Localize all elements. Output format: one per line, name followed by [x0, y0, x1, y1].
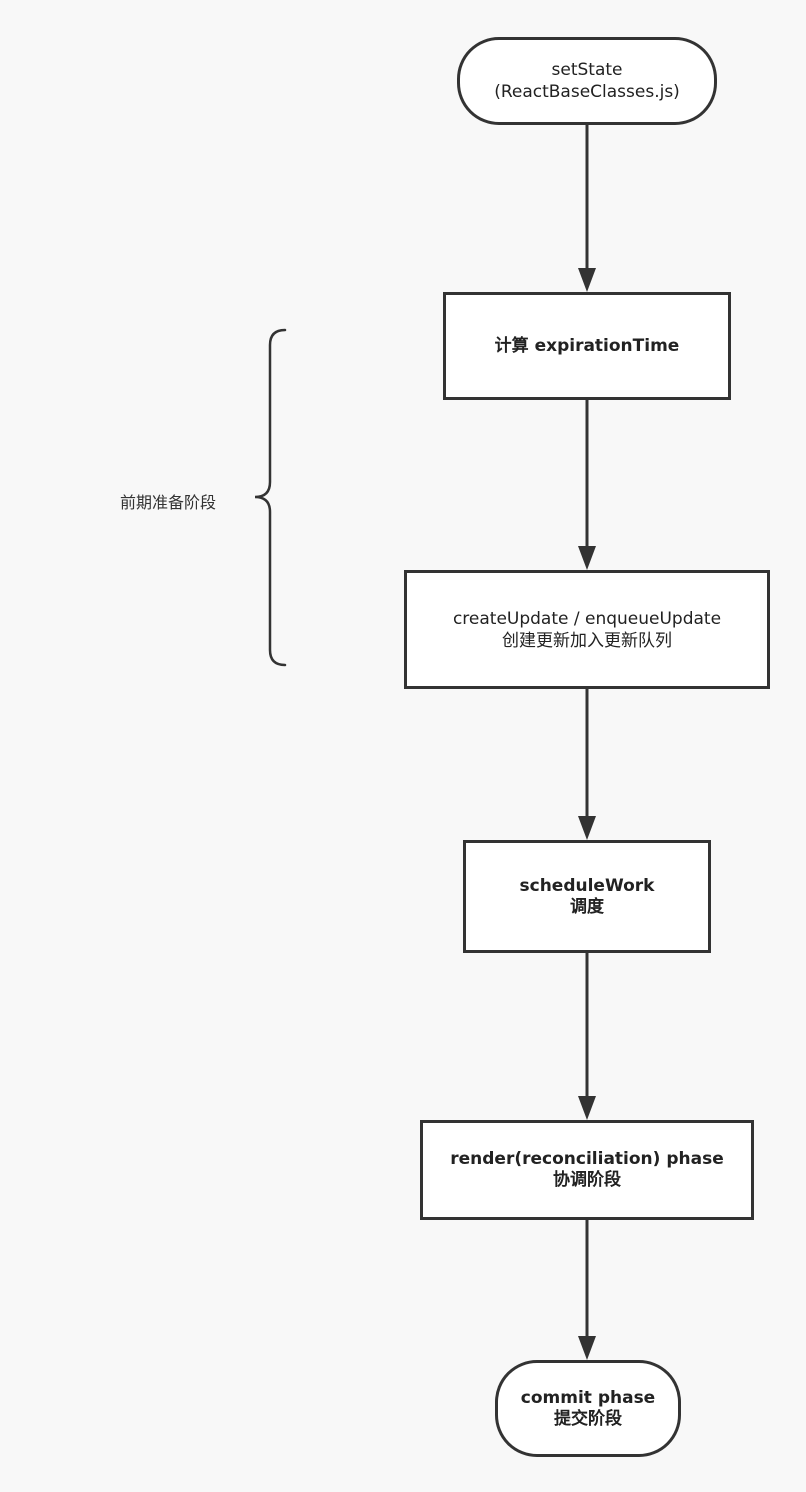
- node-calc-expiration: 计算 expirationTime: [443, 292, 731, 400]
- node-commit-phase-line-1: commit phase: [520, 1387, 656, 1408]
- arrowhead-set-state-to-calc-expiration: [578, 268, 596, 292]
- node-create-update-line-1: createUpdate / enqueueUpdate: [452, 608, 722, 629]
- node-schedule-work: scheduleWork 调度: [463, 840, 711, 953]
- node-create-update-line-2: 创建更新加入更新队列: [502, 630, 672, 651]
- node-set-state-line-2: (ReactBaseClasses.js): [494, 82, 680, 102]
- node-render-phase: render(reconciliation) phase 协调阶段: [420, 1120, 754, 1220]
- node-commit-phase-line-2: 提交阶段: [554, 1408, 622, 1429]
- node-set-state: setState (ReactBaseClasses.js): [457, 37, 717, 125]
- node-calc-expiration-line-1: 计算 expirationTime: [494, 335, 680, 356]
- node-render-phase-line-2: 协调阶段: [553, 1170, 621, 1190]
- node-commit-phase: commit phase 提交阶段: [495, 1360, 681, 1457]
- node-set-state-line-1: setState: [551, 60, 623, 80]
- arrowhead-calc-expiration-to-create-update: [578, 546, 596, 570]
- node-schedule-work-line-2: 调度: [570, 896, 604, 917]
- group-label-prep-phase: 前期准备阶段: [120, 493, 217, 512]
- edges-group: [578, 125, 596, 1360]
- arrowhead-render-phase-to-commit-phase: [578, 1336, 596, 1360]
- arrowhead-create-update-to-schedule-work: [578, 816, 596, 840]
- node-create-update: createUpdate / enqueueUpdate 创建更新加入更新队列: [404, 570, 770, 689]
- group-brace: [254, 328, 287, 667]
- node-render-phase-line-1: render(reconciliation) phase: [450, 1149, 724, 1169]
- node-schedule-work-line-1: scheduleWork: [519, 875, 655, 896]
- arrowhead-schedule-work-to-render-phase: [578, 1096, 596, 1120]
